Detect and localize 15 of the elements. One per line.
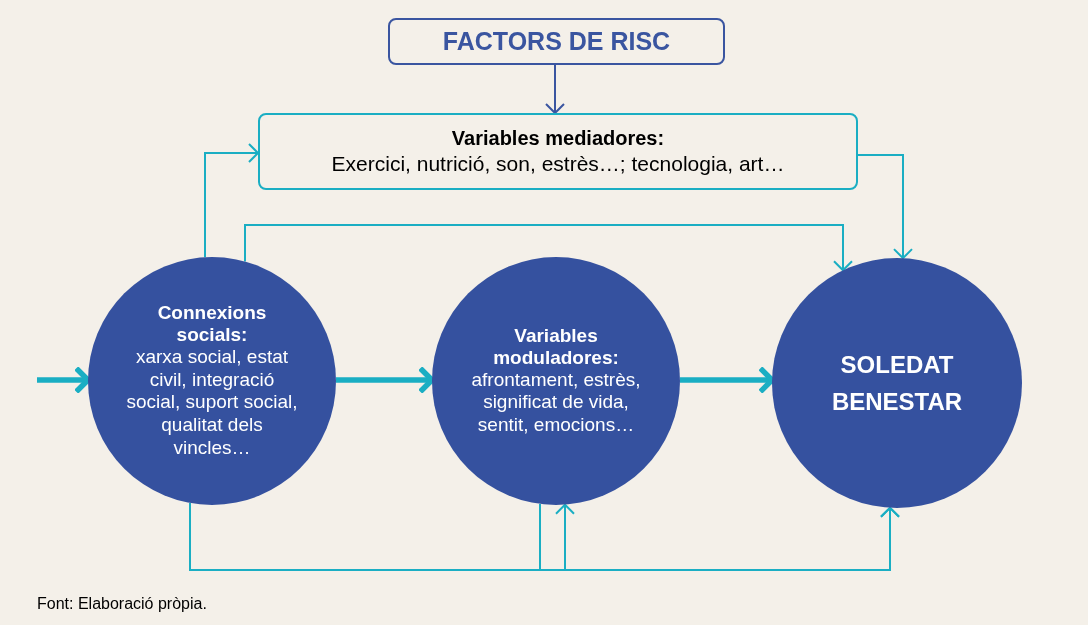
circle-text: afrontament, estrès, significat de vida, sentit, emocions… [470, 368, 642, 438]
process-box [258, 113, 858, 190]
title-text: FACTORS DE RISC [442, 25, 671, 57]
box-heading: Variables mediadores: [451, 125, 665, 151]
circle-heading: Variables moduladores: [492, 324, 620, 369]
box-text: Exercici, nutrició, son, estrès…; tecnologia, art… [331, 150, 785, 177]
source-caption: Font: Elaboració pròpia. [37, 594, 207, 614]
title-box [388, 18, 725, 65]
circle-heading: SOLEDAT BENESTAR [830, 349, 964, 417]
connector-arrow [244, 224, 853, 272]
circle-heading: Connexions socials: [156, 302, 268, 346]
circle-text: xarxa social, estat civil, integració social, suport social, qualitat dels vincles… [125, 345, 299, 460]
connector-arrow [204, 143, 259, 259]
connector-arrow [545, 64, 565, 114]
connector-arrow [857, 154, 913, 260]
